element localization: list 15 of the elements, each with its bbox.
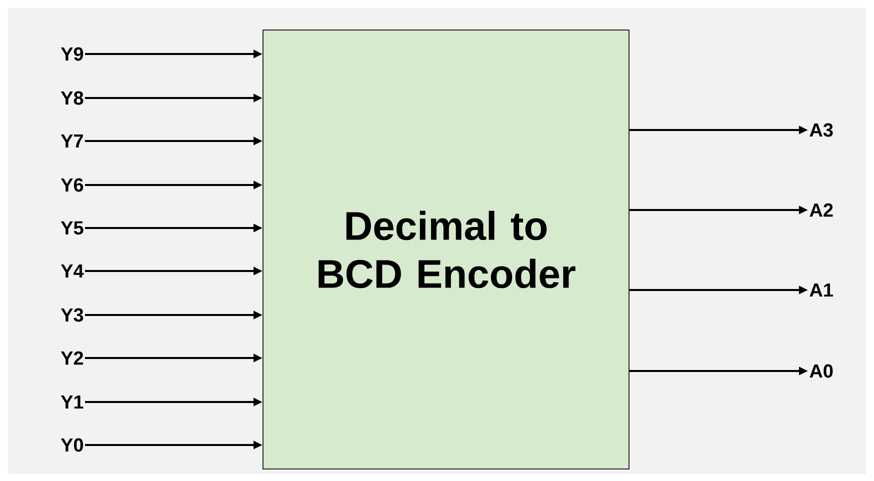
signal-label: Y2: [60, 351, 84, 365]
signal-label: Y8: [60, 91, 84, 105]
signal-label: A1: [810, 283, 833, 297]
signal-label: Y7: [60, 134, 83, 148]
signal-label: Y0: [60, 438, 84, 452]
signal-label: A3: [810, 123, 833, 137]
signal-label: A0: [810, 364, 833, 378]
signal-label: Y5: [60, 221, 84, 235]
signal-label: Y3: [60, 308, 84, 322]
encoder-box: Decimal to BCD Encoder: [262, 30, 630, 470]
signal-label: Y6: [60, 178, 84, 192]
signal-label: A2: [810, 203, 833, 217]
signal-label: Y1: [60, 395, 84, 409]
signal-label: Y4: [60, 264, 84, 278]
signal-label: Y9: [60, 47, 84, 61]
